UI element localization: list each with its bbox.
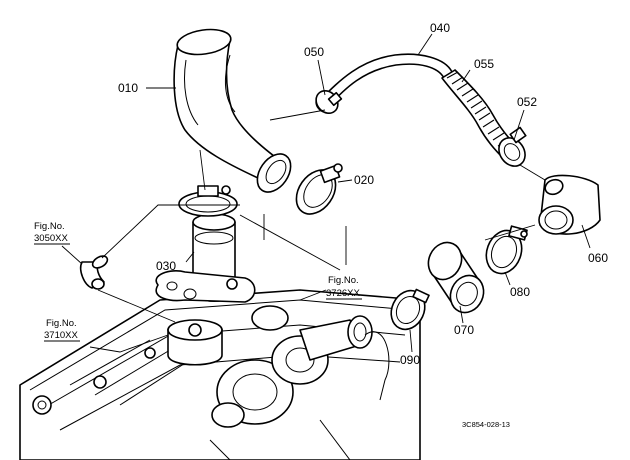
elbow-fitting-small <box>79 255 109 290</box>
figure-ref-3726XX: Fig.No. 3726XX <box>326 275 362 300</box>
figure-ref-3710XX: Fig.No. 3710XX <box>44 318 80 342</box>
engine-block <box>19 289 421 460</box>
part-labels: 010 020 030 040 050 052 055 060 070 080 … <box>118 21 608 367</box>
label-070: 070 <box>454 323 474 337</box>
label-060: 060 <box>588 251 608 265</box>
drawing-code: 3C854-028-13 <box>462 420 510 429</box>
label-040: 040 <box>430 21 450 35</box>
clamp-080 <box>485 225 528 275</box>
fig-ref-number: 3050XX <box>34 233 68 244</box>
hose-070 <box>427 241 485 314</box>
fig-ref-title: Fig.No. <box>34 221 65 232</box>
label-090: 090 <box>400 353 420 367</box>
fig-ref-title: Fig.No. <box>328 275 359 286</box>
label-080: 080 <box>510 285 530 299</box>
pipe-clamp-upper <box>178 185 238 217</box>
figure-ref-3050XX: Fig.No. 3050XX <box>34 221 70 245</box>
fig-ref-number: 3726XX <box>326 288 360 299</box>
label-010: 010 <box>118 81 138 95</box>
label-052: 052 <box>517 95 537 109</box>
clamp-050 <box>315 89 343 115</box>
intake-pipe-030 <box>155 213 256 366</box>
label-020: 020 <box>354 173 374 187</box>
label-055: 055 <box>474 57 494 71</box>
clamp-090 <box>390 288 430 331</box>
leader-lines <box>61 33 591 353</box>
hose-clamp-020 <box>295 163 343 215</box>
fig-ref-number: 3710XX <box>44 330 78 341</box>
label-030: 030 <box>156 259 176 273</box>
corrugated-hose-055 <box>441 69 521 161</box>
label-050: 050 <box>304 45 324 59</box>
intake-hose-010 <box>173 28 292 193</box>
elbow-060 <box>538 174 601 235</box>
fig-ref-title: Fig.No. <box>46 318 77 329</box>
